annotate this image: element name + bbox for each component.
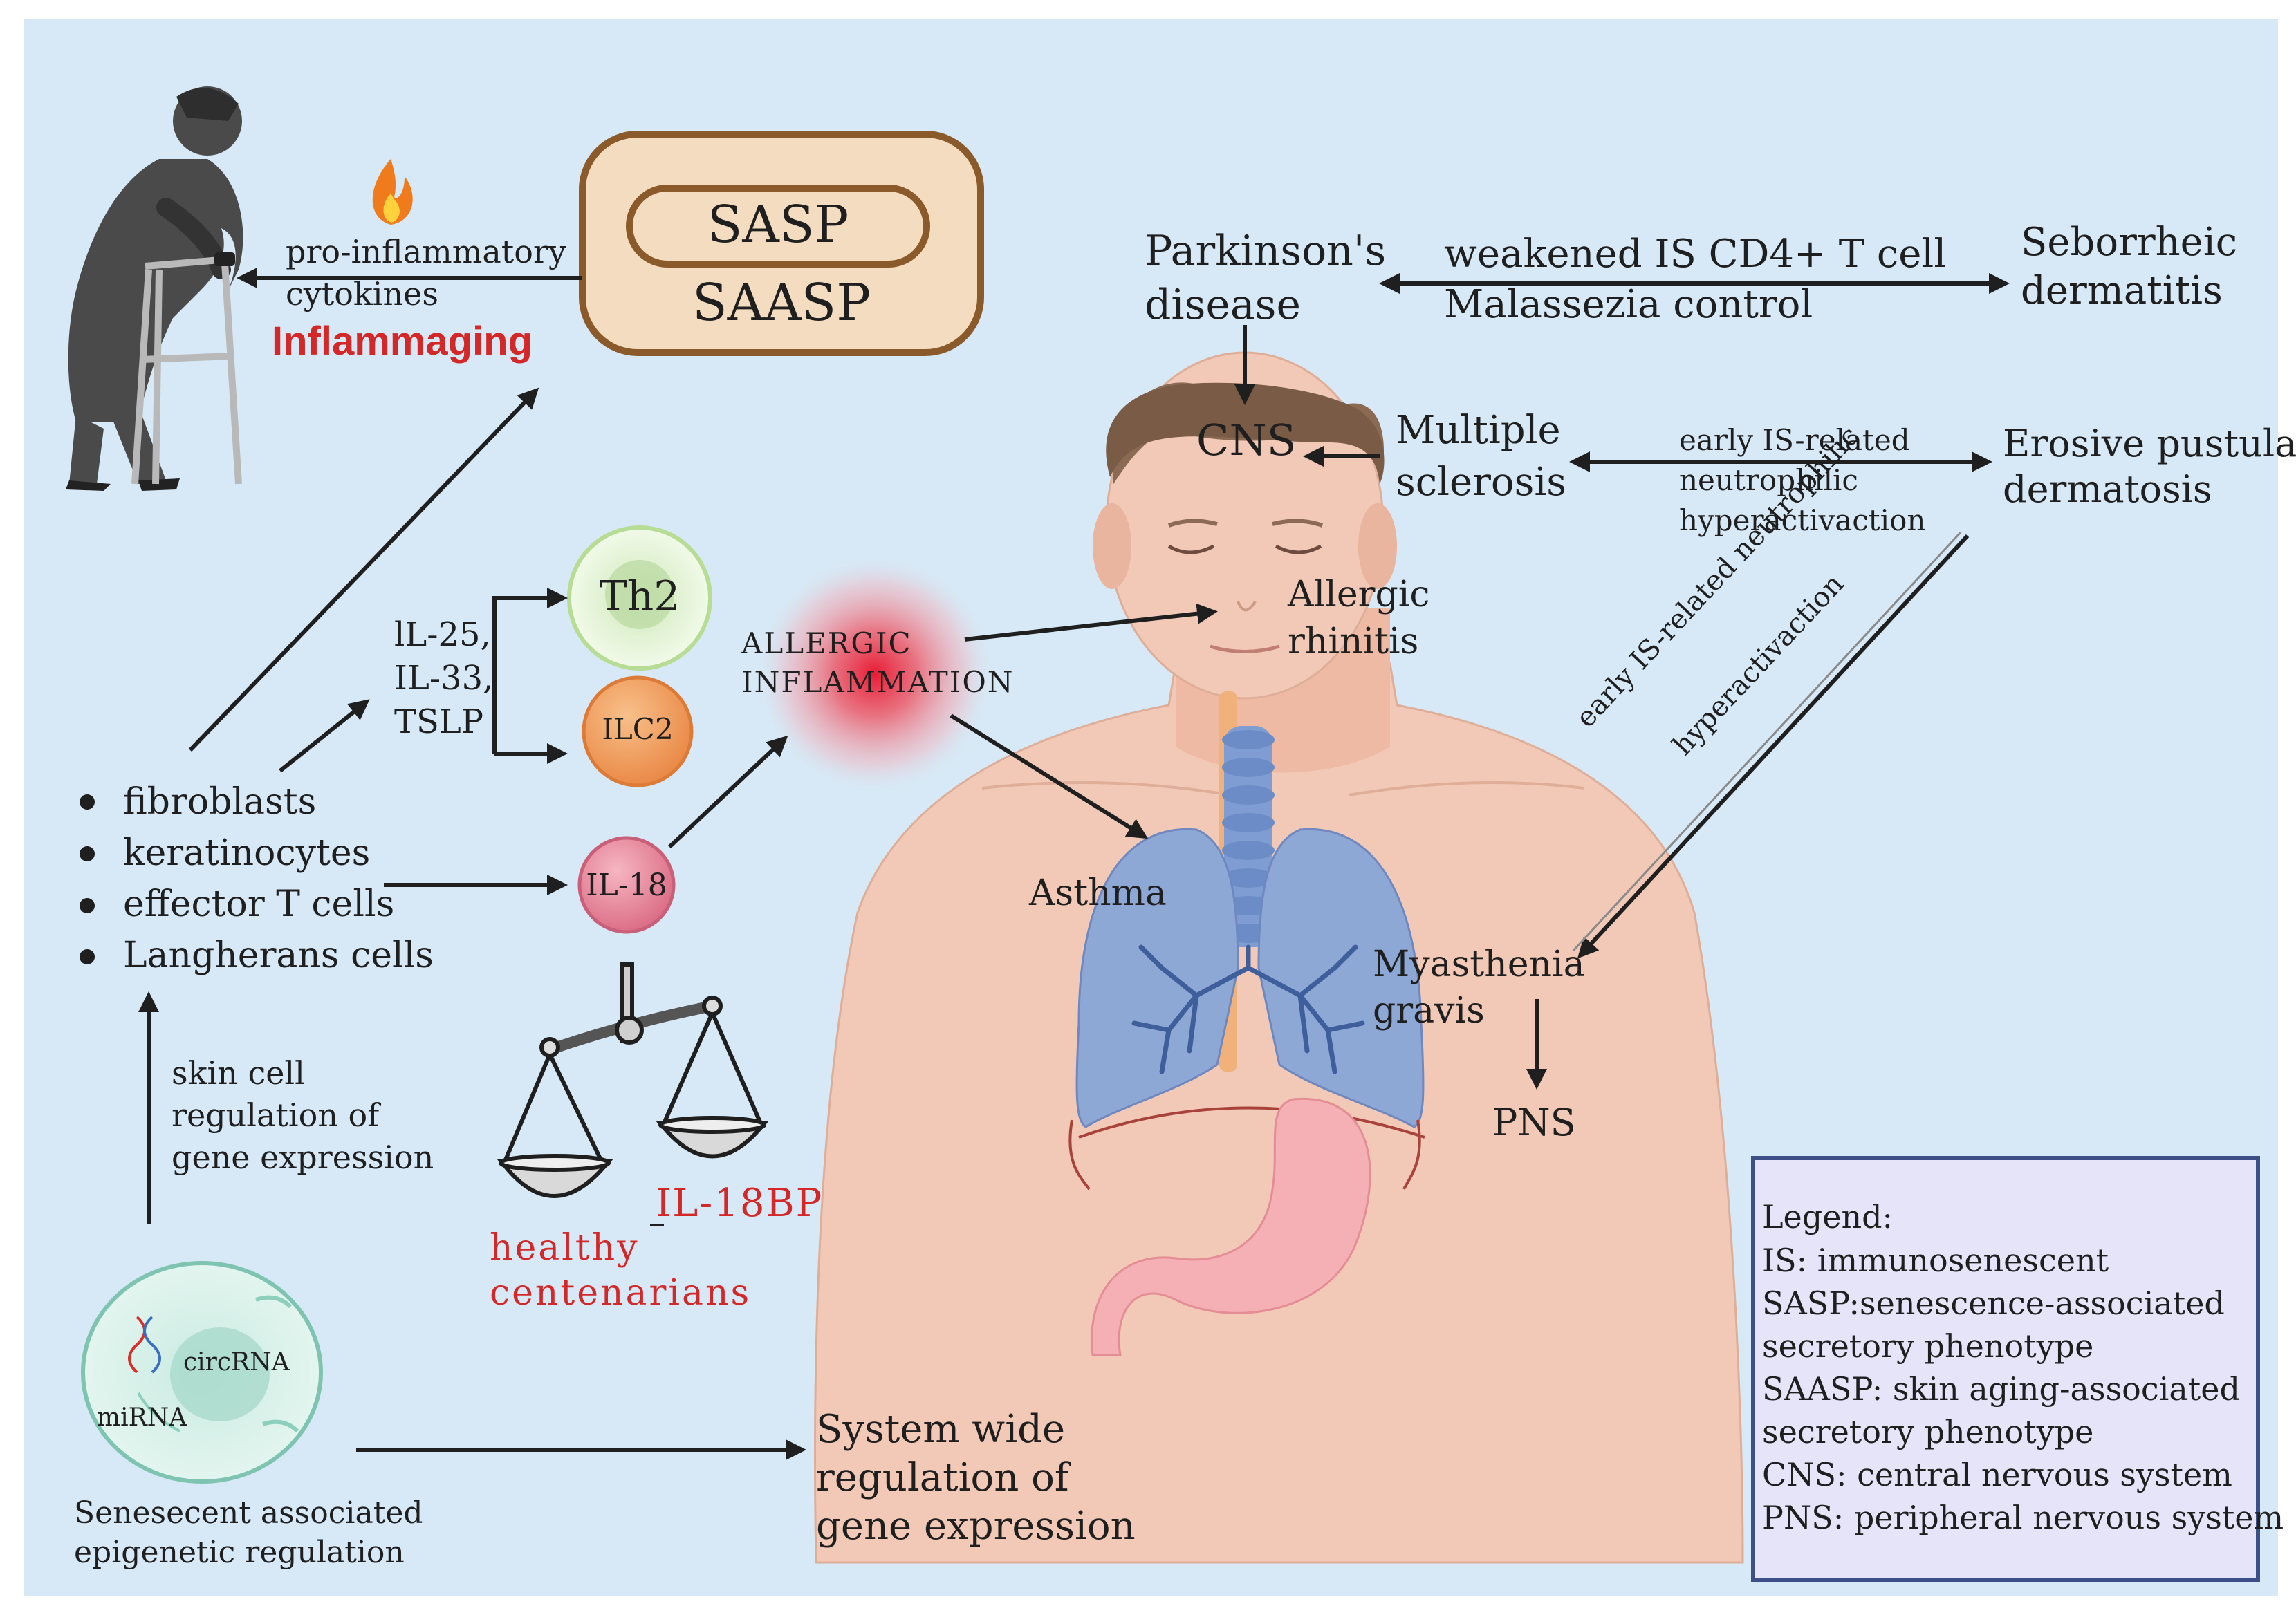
cns-label: CNS: [1196, 415, 1297, 465]
th2-cell: [567, 525, 712, 671]
il18-label: IL-18: [586, 868, 667, 903]
circrna-label: circRNA: [183, 1348, 290, 1376]
list-item-effector-t-cells: effector T cells: [123, 884, 395, 925]
list-item-langherans-cells: Langherans cells: [123, 935, 434, 976]
epigenetic-caption-line2: epigenetic regulation: [74, 1535, 405, 1570]
legend-line: CNS: central nervous system: [1762, 1456, 2232, 1493]
elderly-person-illustration: [66, 86, 243, 491]
system-wide-line1: System wide: [816, 1407, 1066, 1452]
legend-line: secretory phenotype: [1762, 1413, 2094, 1450]
list-item-keratinocytes: keratinocytes: [123, 832, 371, 874]
allergic-inflammation-line2: INFLAMMATION: [741, 665, 1015, 699]
rhinitis-line1: Allergic: [1288, 574, 1430, 615]
signal-il25: lL-25,: [394, 615, 491, 654]
legend-box: [1751, 1156, 2260, 1582]
bullet-points: [80, 794, 95, 964]
senescent-cell-illustration: [81, 1261, 323, 1484]
weakened-line1: weakened IS CD4+ T cell: [1444, 232, 1947, 277]
ms-line1: Multiple: [1396, 408, 1561, 453]
th2-label: Th2: [599, 572, 681, 621]
inflammaging-label: Inflammaging: [272, 319, 533, 364]
legend-line: secretory phenotype: [1762, 1327, 2094, 1365]
healthy-centenarians-line2: centenarians: [490, 1272, 752, 1314]
signal-il33: IL-33,: [394, 659, 494, 698]
skin-regulation-line1: skin cell: [172, 1054, 305, 1092]
ilc2-label: ILC2: [602, 712, 674, 746]
skin-regulation-line3: gene expression: [172, 1139, 434, 1176]
seborrheic-line2: dermatitis: [2021, 268, 2223, 313]
legend-title: Legend:: [1762, 1198, 1894, 1235]
parkinson-line1: Parkinson's: [1145, 227, 1387, 275]
pns-label: PNS: [1492, 1101, 1576, 1144]
legend-line: SASP:senescence-associated: [1762, 1285, 2225, 1322]
system-wide-line2: regulation of: [816, 1455, 1069, 1500]
ilc2-cell: [582, 675, 694, 787]
epigenetic-caption-line1: Senesecent associated: [74, 1495, 423, 1531]
myasthenia-line2: gravis: [1373, 990, 1485, 1031]
system-wide-line3: gene expression: [816, 1504, 1136, 1549]
skin-regulation-line2: regulation of: [172, 1096, 380, 1134]
cytokines-label-line1: pro-inflammatory: [286, 233, 566, 270]
parkinson-line2: disease: [1145, 281, 1301, 329]
dna-icon: [128, 1316, 161, 1374]
legend-line: PNS: peripheral nervous system: [1762, 1499, 2284, 1536]
erosive-line2: dermatosis: [2003, 467, 2212, 511]
signal-tslp: TSLP: [394, 702, 484, 741]
early-line1: early IS-related: [1679, 423, 1910, 457]
il18bp-label: IL-18BP: [656, 1181, 824, 1226]
arrows: [138, 268, 2010, 1460]
sasp-box: [579, 131, 984, 356]
mirna-label: miRNA: [97, 1403, 187, 1432]
legend-line: IS: immunosenescent: [1762, 1242, 2109, 1279]
legend-line: SAASP: skin aging-associated: [1762, 1370, 2240, 1408]
healthy-centenarians-line1: healthy: [490, 1227, 640, 1269]
fire-icon: [372, 159, 413, 225]
cytokines-label-line2: cytokines: [286, 275, 438, 312]
early-line2: neutrophilic: [1679, 463, 1858, 497]
rhinitis-line2: rhinitis: [1288, 621, 1419, 662]
myasthenia-line1: Myasthenia: [1373, 944, 1585, 985]
allergic-inflammation-glow: [754, 553, 996, 795]
sasp-label: SASP: [707, 195, 849, 254]
balance-scale-icon: [497, 962, 769, 1198]
seborrheic-line1: Seborrheic: [2021, 220, 2238, 265]
early-line3: hyperactivaction: [1679, 503, 1926, 537]
allergic-inflammation-line1: ALLERGIC: [741, 626, 912, 660]
il18-cell: [577, 836, 676, 934]
human-body-illustration: [814, 351, 1744, 1564]
weakened-line2: Malassezia control: [1444, 282, 1813, 327]
list-item-fibroblasts: fibroblasts: [123, 781, 317, 823]
saasp-label: SAASP: [692, 273, 871, 333]
ms-line2: sclerosis: [1396, 460, 1567, 505]
erosive-line1: Erosive pustular: [2003, 422, 2296, 465]
asthma-label: Asthma: [1029, 872, 1167, 914]
